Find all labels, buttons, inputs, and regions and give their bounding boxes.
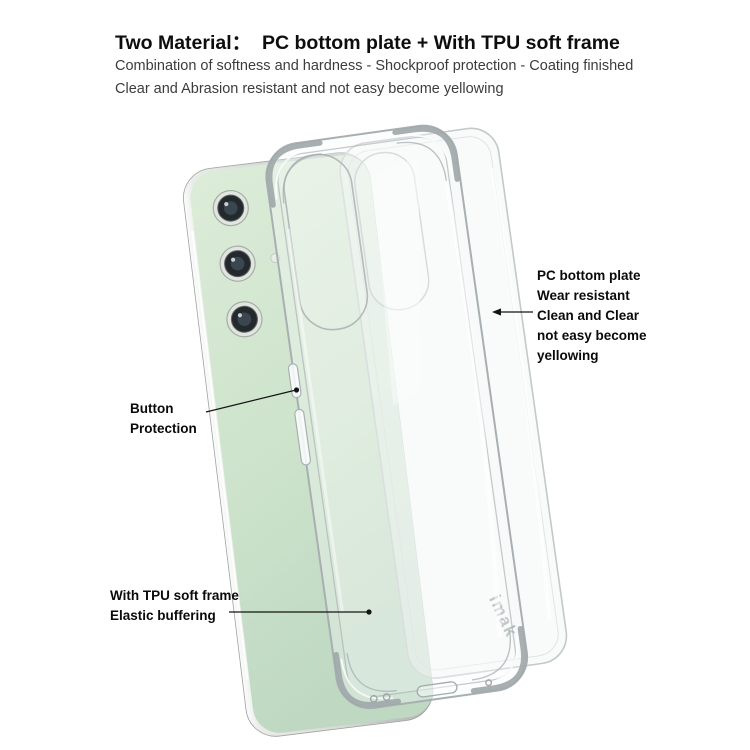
- phone-back-panel: [190, 155, 433, 733]
- annotation-line: Elastic buffering: [110, 608, 216, 623]
- case-button-bump: [294, 408, 312, 466]
- pc-plate-camera-cutout: [354, 151, 430, 311]
- pc-plate-glare: [372, 155, 422, 406]
- pc-plate-leader-arrow: [492, 308, 501, 316]
- product-subtitle-line1: Combination of softness and hardness - S…: [115, 58, 634, 74]
- case-gloss-highlight: [287, 228, 344, 612]
- annotation-line: not easy become: [537, 328, 647, 343]
- annotation-line: PC bottom plate: [537, 268, 641, 283]
- button-leader-dot: [293, 387, 300, 393]
- annotation-line: Protection: [130, 421, 197, 436]
- camera-lens: [219, 245, 256, 282]
- annotation-tpu-frame: With TPU soft frame Elastic buffering: [110, 586, 239, 626]
- pc-plate: imak: [339, 127, 568, 679]
- case-speaker-hole: [382, 693, 391, 701]
- product-title: Two Material： PC bottom plate + With TPU…: [115, 32, 620, 54]
- tpu-camera-cutout: [283, 153, 369, 331]
- annotation-line: Clean and Clear: [537, 308, 640, 323]
- annotation-pc-plate: PC bottom plate Wear resistant Clean and…: [537, 266, 687, 366]
- button-leader-line: [205, 389, 295, 413]
- camera-lens: [212, 189, 249, 227]
- annotation-line: Button: [130, 401, 174, 416]
- annotation-line: With TPU soft frame: [110, 588, 239, 603]
- annotation-line: Wear resistant: [537, 288, 630, 303]
- product-subtitle-line2: Clear and Abrasion resistant and not eas…: [115, 81, 504, 97]
- tpu-case: [258, 121, 532, 713]
- camera-lens: [226, 301, 263, 338]
- tpu-leader-dot: [366, 609, 372, 615]
- phone-edge-highlight: [191, 230, 249, 680]
- case-speaker-hole: [485, 679, 493, 687]
- annotation-line: yellowing: [537, 348, 599, 363]
- case-mic-hole: [369, 694, 378, 703]
- case-gloss-highlight: [444, 184, 502, 638]
- leader-lines: [205, 308, 533, 615]
- pc-plate-edge-highlight: [489, 167, 552, 621]
- annotation-button-protection: Button Protection: [130, 399, 197, 439]
- case-port-cutout: [416, 681, 458, 698]
